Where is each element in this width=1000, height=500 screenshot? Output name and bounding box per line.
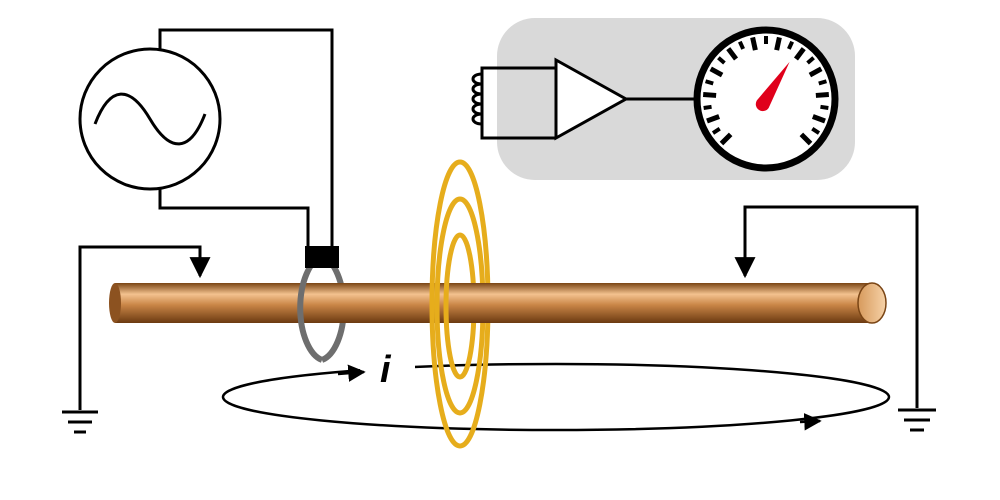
current-arrow-return (799, 413, 822, 431)
measurement-panel (471, 18, 855, 180)
meter-tick (799, 132, 813, 146)
source-bottom-wire (158, 189, 310, 250)
meter-tick (738, 40, 745, 50)
meter-tick (703, 104, 712, 110)
current-arrow-forward (337, 364, 366, 382)
meter-tick (726, 47, 739, 61)
conductor-end-cap (857, 282, 887, 324)
meter-tick (820, 104, 829, 110)
meter-tick (815, 92, 830, 98)
source-top-wire (158, 28, 334, 250)
current-label-backdrop (360, 342, 415, 390)
ground-icon (898, 408, 936, 432)
meter-tick (793, 47, 806, 61)
magnetic-field-rings-front (429, 159, 461, 449)
meter-tick (787, 40, 794, 50)
ac-sine-source-icon (78, 47, 222, 191)
meter-tick (711, 127, 721, 135)
meter-tick (774, 36, 782, 51)
inductor-coil-icon (471, 66, 556, 140)
meter-tick (750, 36, 758, 51)
meter-tick (704, 79, 714, 86)
meter-tick (811, 114, 826, 124)
meter-tick (808, 66, 823, 78)
clamp-connector-block (305, 246, 339, 268)
meter-tick (709, 66, 724, 78)
meter-scale-ticks (702, 36, 830, 146)
meter-tick (706, 114, 721, 124)
meter-tick (702, 92, 717, 98)
meter-tick (717, 56, 726, 65)
meter-tick (811, 127, 821, 135)
meter-tick (806, 56, 815, 65)
ground-icon (62, 410, 98, 434)
left-ground-connection (62, 245, 211, 434)
conductor-rod (109, 282, 887, 324)
right-ground-connection (734, 205, 936, 432)
current-loop-ellipse (221, 362, 891, 432)
meter-tick (719, 132, 733, 146)
meter-needle (755, 61, 790, 112)
meter-tick (818, 79, 828, 86)
amplifier-triangle-icon (554, 57, 630, 141)
analog-meter-icon (693, 26, 839, 172)
current-symbol-label: i (380, 349, 392, 391)
